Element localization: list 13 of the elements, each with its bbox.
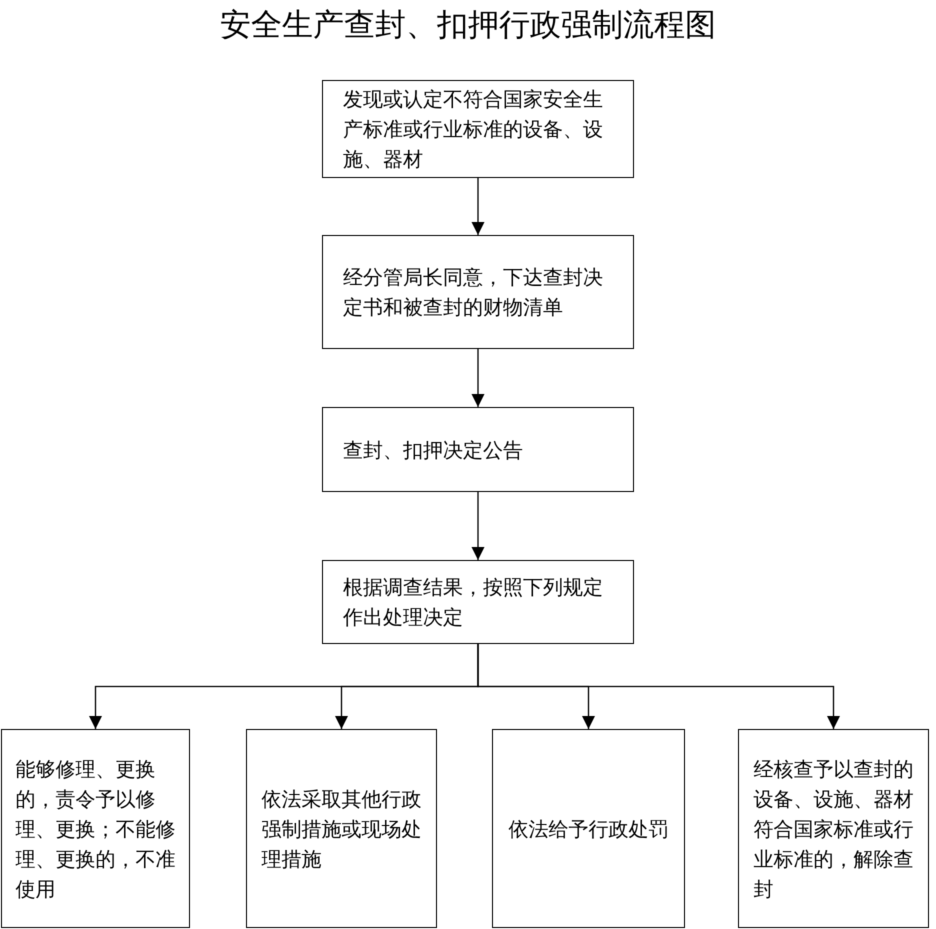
title: 安全生产查封、扣押行政强制流程图 xyxy=(219,6,717,45)
process-box: 经核查予以查封的设备、设施、器材符合国家标准或行业标准的，解除查封 xyxy=(738,729,929,928)
process-box: 经分管局长同意，下达查封决定书和被查封的财物清单 xyxy=(322,235,634,349)
arrow xyxy=(477,644,840,729)
process-box: 查封、扣押决定公告 xyxy=(322,407,634,492)
arrow xyxy=(472,349,484,407)
process-box: 依法采取其他行政强制措施或现场处理措施 xyxy=(246,729,437,928)
process-box: 能够修理、更换的，责令予以修理、更换；不能修理、更换的，不准使用 xyxy=(1,729,190,928)
process-box: 根据调查结果，按照下列规定作出处理决定 xyxy=(322,560,634,644)
arrow xyxy=(472,492,484,560)
process-box: 依法给予行政处罚 xyxy=(492,729,685,928)
process-box: 发现或认定不符合国家安全生产标准或行业标准的设备、设施、器材 xyxy=(322,80,634,178)
arrow xyxy=(472,178,484,235)
